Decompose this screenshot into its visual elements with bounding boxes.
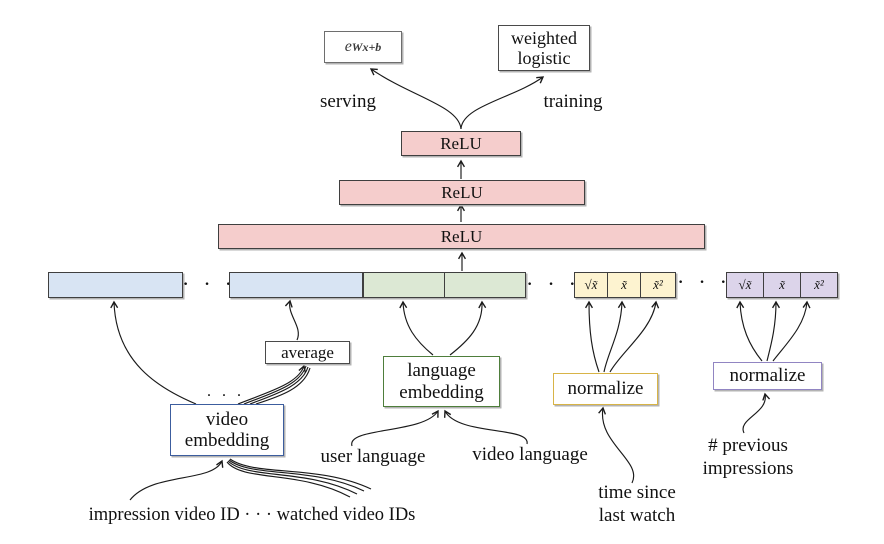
time-feature-linear-cell: x̃ xyxy=(607,272,641,298)
normalize-impressions-label: normalize xyxy=(729,365,806,386)
average-label: average xyxy=(281,342,334,362)
language-inputs-to-language-embedding xyxy=(351,409,528,447)
video-language-embedding-cell xyxy=(444,272,526,298)
serving-formula-base: e xyxy=(344,38,352,55)
time-since-input-label: time since last watch xyxy=(577,481,697,527)
weighted-logistic-box: weighted logistic xyxy=(498,25,590,71)
language-embedding-box: language embedding xyxy=(383,356,500,407)
serving-arrow-label: serving xyxy=(320,91,376,112)
ellipsis-embedding-1: · · · xyxy=(183,276,238,293)
serving-training-fork-arrows xyxy=(369,68,545,130)
time-feature-sqrt-cell: √x̃ xyxy=(574,272,608,298)
video-embedding-box: video embedding xyxy=(170,404,284,456)
relu-layer-1-label: ReLU xyxy=(440,133,482,153)
video-embedding-line1: video xyxy=(205,408,249,430)
x-label-2: x̃ xyxy=(779,277,785,292)
relu-layer-1: ReLU xyxy=(401,131,521,156)
previous-impressions-input-label: # previous impressions xyxy=(688,434,808,480)
relu-layer-3-label: ReLU xyxy=(440,226,483,246)
serving-formula-exponent: Wx+b xyxy=(351,39,382,54)
video-embedding-line2: embedding xyxy=(184,430,270,451)
time-input-to-normalize xyxy=(598,406,635,484)
video-language-input-label: video language xyxy=(472,444,588,465)
previous-impressions-line1: # previous xyxy=(708,435,788,456)
user-language-embedding-cell xyxy=(363,272,445,298)
impression-embedding-strip xyxy=(48,272,183,298)
average-box: average xyxy=(265,341,350,364)
normalize-time-label: normalize xyxy=(567,378,644,399)
sqrt-x-label-2: √x̃ xyxy=(738,277,752,292)
training-arrow-label: training xyxy=(543,91,603,112)
video-embedding-to-average-bundle xyxy=(237,364,311,405)
watched-embedding-strip xyxy=(229,272,363,298)
normalize-impressions-box: normalize xyxy=(713,362,822,390)
relu-layer-3: ReLU xyxy=(218,224,705,249)
relu-stack-arrows xyxy=(456,159,467,271)
ellipsis-features-2: · · · xyxy=(678,274,733,291)
previous-impressions-line2: impressions xyxy=(702,458,794,479)
x-squared-label-2: x̃² xyxy=(814,277,824,292)
impressions-feature-sqrt-cell: √x̃ xyxy=(726,272,764,298)
language-embedding-line1: language xyxy=(407,360,476,382)
time-since-line1: time since xyxy=(598,482,676,503)
impressions-input-to-normalize xyxy=(742,392,771,434)
x-squared-label: x̃² xyxy=(653,277,663,292)
language-embedding-line2: embedding xyxy=(399,381,484,403)
x-label: x̃ xyxy=(621,277,627,292)
weighted-logistic-line2: logistic xyxy=(517,48,571,68)
video-id-inputs-label: impression video ID · · · watched video … xyxy=(88,505,416,525)
time-since-line2: last watch xyxy=(598,505,676,526)
ellipsis-features-1: · · · xyxy=(527,276,582,293)
time-feature-squared-cell: x̃² xyxy=(640,272,676,298)
weighted-logistic-line1: weighted xyxy=(511,27,577,48)
normalize-time-box: normalize xyxy=(553,373,658,405)
user-language-input-label: user language xyxy=(320,446,426,467)
impressions-feature-squared-cell: x̃² xyxy=(800,272,838,298)
sqrt-x-label: √x̃ xyxy=(584,277,598,292)
relu-layer-2-label: ReLU xyxy=(441,182,483,202)
ellipsis-video-embedding: · · · xyxy=(206,388,245,402)
relu-layer-2: ReLU xyxy=(339,180,585,205)
impressions-feature-linear-cell: x̃ xyxy=(763,272,801,298)
